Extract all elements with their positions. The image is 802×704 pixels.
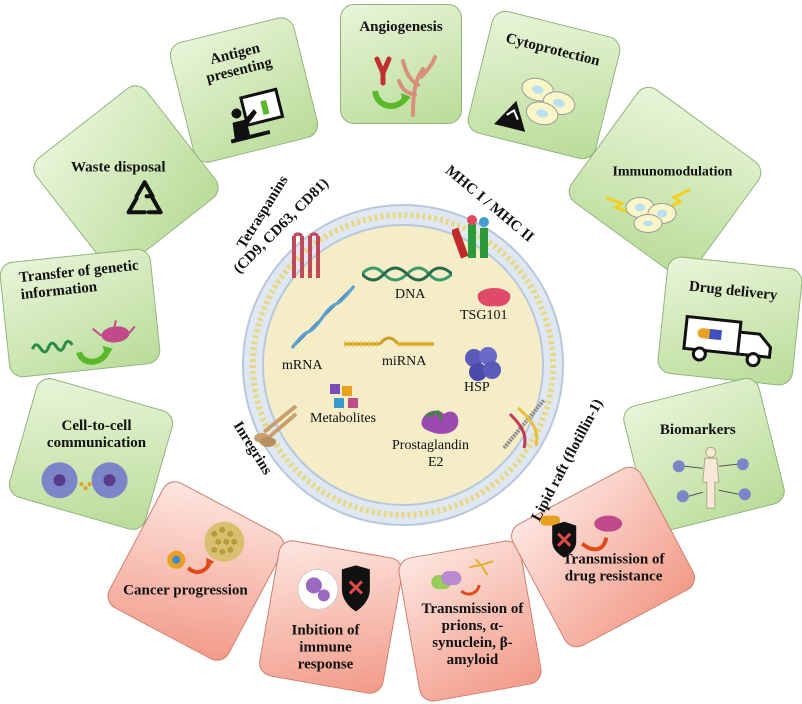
tile-waste-disposal-label: Waste disposal <box>70 159 166 176</box>
mirna-label: miRNA <box>382 354 427 369</box>
protected-cells-icon <box>494 77 576 132</box>
integrin-icon <box>254 404 298 447</box>
gene-transfer-icon <box>31 320 136 365</box>
prostaglandin-icon <box>421 410 459 434</box>
lipid-raft-icon <box>502 398 546 450</box>
tile-angiogenesis-label: Angiogenesis <box>359 19 443 35</box>
tetraspanin-icon <box>292 232 320 278</box>
mhc-icon <box>452 215 489 259</box>
tile-cancer-progression-label: Cancer progression <box>123 582 248 599</box>
dna-icon <box>362 266 452 282</box>
tile-transfer-genetic: Transfer of genetic information <box>0 247 162 379</box>
mrna-icon <box>290 285 356 349</box>
tile-transfer-genetic-label: Transfer of genetic information <box>18 257 140 304</box>
exosome-vesicle <box>242 204 564 526</box>
metabolites-icon <box>330 384 358 408</box>
tile-prions: Transmission of prions, α-synuclein, β-a… <box>396 538 544 704</box>
dna-label: DNA <box>395 287 426 302</box>
tile-drug-delivery-label: Drug delivery <box>688 278 779 304</box>
tile-cell-communication: Cell-to-cell communication <box>5 374 177 534</box>
tile-cell-communication-label: Cell-to-cell communication <box>46 417 147 451</box>
tumor-icon <box>167 521 245 575</box>
truck-icon <box>682 314 773 368</box>
hsp-icon <box>465 347 501 381</box>
angiogenesis-icon <box>372 55 437 117</box>
metabolites-label: Metabolites <box>310 411 377 426</box>
mrna-label: mRNA <box>282 358 323 373</box>
tile-immune-inhibition-label: Inbition of immune response <box>291 622 360 673</box>
tile-immunomodulation: Immunomodulation <box>563 81 767 283</box>
cell-communication-icon <box>41 462 128 499</box>
hsp-label: HSP <box>464 380 490 395</box>
presentation-icon <box>230 87 285 144</box>
tile-waste-disposal: Waste disposal <box>27 79 225 277</box>
tsg101-icon <box>477 288 511 307</box>
immune-cells-icon <box>605 188 691 233</box>
tile-drug-delivery: Drug delivery <box>656 255 802 387</box>
blocked-immune-icon <box>297 565 370 612</box>
resistance-icon <box>540 515 623 558</box>
prostaglandin-label: Prostaglandin <box>392 438 469 453</box>
tile-angiogenesis: Angiogenesis <box>340 4 462 124</box>
tile-immunomodulation-label: Immunomodulation <box>612 164 733 180</box>
prostaglandin-sub-label: E2 <box>428 455 444 470</box>
human-body-icon <box>672 446 751 509</box>
tile-cytoprotection: Cytoprotection <box>464 7 624 163</box>
mirna-icon <box>344 336 434 347</box>
tsg101-label: TSG101 <box>460 308 508 323</box>
tile-immune-inhibition: Inbition of immune response <box>256 538 406 696</box>
tile-antigen-presenting-label: Antigen presenting <box>204 40 274 87</box>
tile-biomarkers-label: Biomarkers <box>659 421 736 438</box>
recycle-icon <box>126 180 163 215</box>
protein-aggregate-icon <box>431 558 494 596</box>
tile-antigen-presenting: Antigen presenting <box>166 14 322 166</box>
tile-drug-resistance: Transmission of drug resistance <box>506 461 700 653</box>
tile-biomarkers: Biomarkers <box>620 374 788 536</box>
tile-cancer-progression: Cancer progression <box>102 476 290 666</box>
tile-prions-label: Transmission of prions, α-synuclein, β-a… <box>421 600 524 668</box>
